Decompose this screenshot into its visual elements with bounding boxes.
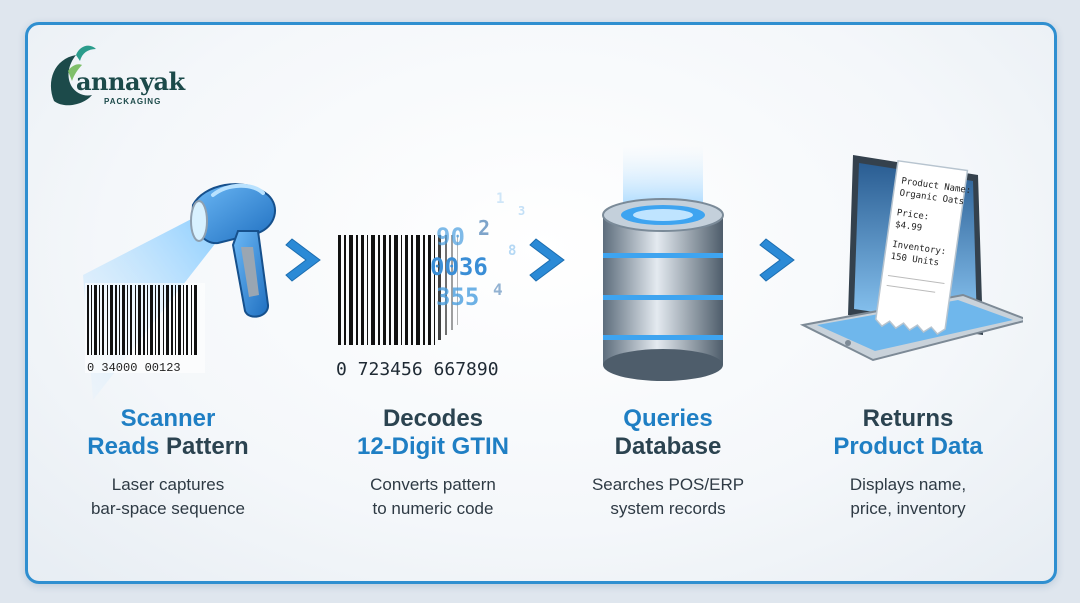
svg-text:0036: 0036	[430, 253, 488, 281]
brand-tagline: PACKAGING	[104, 97, 162, 106]
svg-text:90: 90	[436, 223, 465, 251]
tablet-receipt-illustration: Product Name: Organic Oats Price: $4.99 …	[799, 155, 1023, 362]
svg-text:0 34000 00123: 0 34000 00123	[87, 361, 181, 375]
step-title-line2: Database	[614, 433, 722, 460]
step-description: Converts pattern to numeric code	[318, 473, 548, 521]
barcode-bars-icon: 0 34000 00123	[85, 283, 205, 375]
svg-text:3: 3	[518, 204, 525, 218]
step-title-line2-accent: Reads	[87, 433, 160, 460]
step-decodes: 90 2 0036 355 4 8 3 1 0 723456 667890 De…	[318, 25, 548, 581]
step-description-line1: Converts pattern	[370, 475, 496, 494]
step-description-line1: Searches POS/ERP	[591, 475, 745, 494]
step-queries: Queries Database Searches POS/ERP system…	[553, 25, 783, 581]
step-title-line2: 12-Digit GTIN	[356, 433, 509, 460]
step-returns: Product Name: Organic Oats Price: $4.99 …	[793, 25, 1023, 581]
step-description-line1: Laser captures	[111, 475, 225, 494]
step-title-line1: Queries	[623, 405, 713, 432]
step-description: Displays name, price, inventory	[793, 473, 1023, 521]
svg-text:8: 8	[508, 243, 516, 259]
gtin-digits: 0 723456 667890	[336, 359, 499, 380]
logo-emblem-icon	[50, 45, 96, 106]
step-description-line2: to numeric code	[372, 499, 494, 518]
step-title: Decodes 12-Digit GTIN	[318, 405, 548, 461]
scanner-gun-icon	[190, 183, 277, 318]
step-description-line1: Displays name,	[849, 475, 967, 494]
step-description-line2: system records	[610, 499, 726, 518]
barcode-scanner-illustration: 0 34000 00123	[83, 183, 277, 400]
database-cylinder-icon	[602, 198, 724, 381]
receipt-icon: Product Name: Organic Oats Price: $4.99 …	[875, 159, 972, 335]
svg-text:2: 2	[478, 216, 490, 240]
svg-text:355: 355	[436, 283, 479, 311]
chevron-right-icon	[285, 238, 321, 282]
step-description: Searches POS/ERP system records	[553, 473, 783, 521]
decoded-barcode-illustration: 90 2 0036 355 4 8 3 1 0 723456 667890	[336, 191, 525, 380]
step-title: Returns Product Data	[793, 405, 1023, 461]
receipt-line-price-label: Price:	[896, 208, 930, 222]
diagram-frame: annayak PACKAGING	[25, 22, 1057, 584]
database-illustration	[602, 145, 724, 381]
step-title-line2-rest: Pattern	[159, 433, 249, 460]
step-description-line2: bar-space sequence	[90, 499, 246, 518]
svg-text:1: 1	[496, 191, 504, 207]
chevron-right-icon	[529, 238, 565, 282]
step-description: Laser captures bar-space sequence	[53, 473, 283, 521]
chevron-right-icon	[759, 238, 795, 282]
step-title: Queries Database	[553, 405, 783, 461]
barcode-bars-icon	[338, 235, 458, 345]
step-title-line1: Scanner	[120, 405, 216, 432]
brand-logo: annayak PACKAGING	[46, 41, 216, 111]
step-title-line1: Returns	[862, 405, 954, 432]
step-title: Scanner Reads Pattern	[53, 405, 283, 461]
step-title-line2: Product Data	[833, 433, 983, 460]
svg-text:4: 4	[493, 280, 503, 299]
step-description-line2: price, inventory	[850, 499, 966, 518]
step-scanner: 0 34000 00123 Scanner Reads Pattern Lase…	[53, 25, 283, 581]
receipt-line-price-value: $4.99	[894, 220, 922, 234]
step-title-line1: Decodes	[382, 405, 484, 432]
digit-stream-icon: 90 2 0036 355 4 8 3 1	[430, 191, 525, 311]
brand-name: annayak	[76, 67, 185, 96]
